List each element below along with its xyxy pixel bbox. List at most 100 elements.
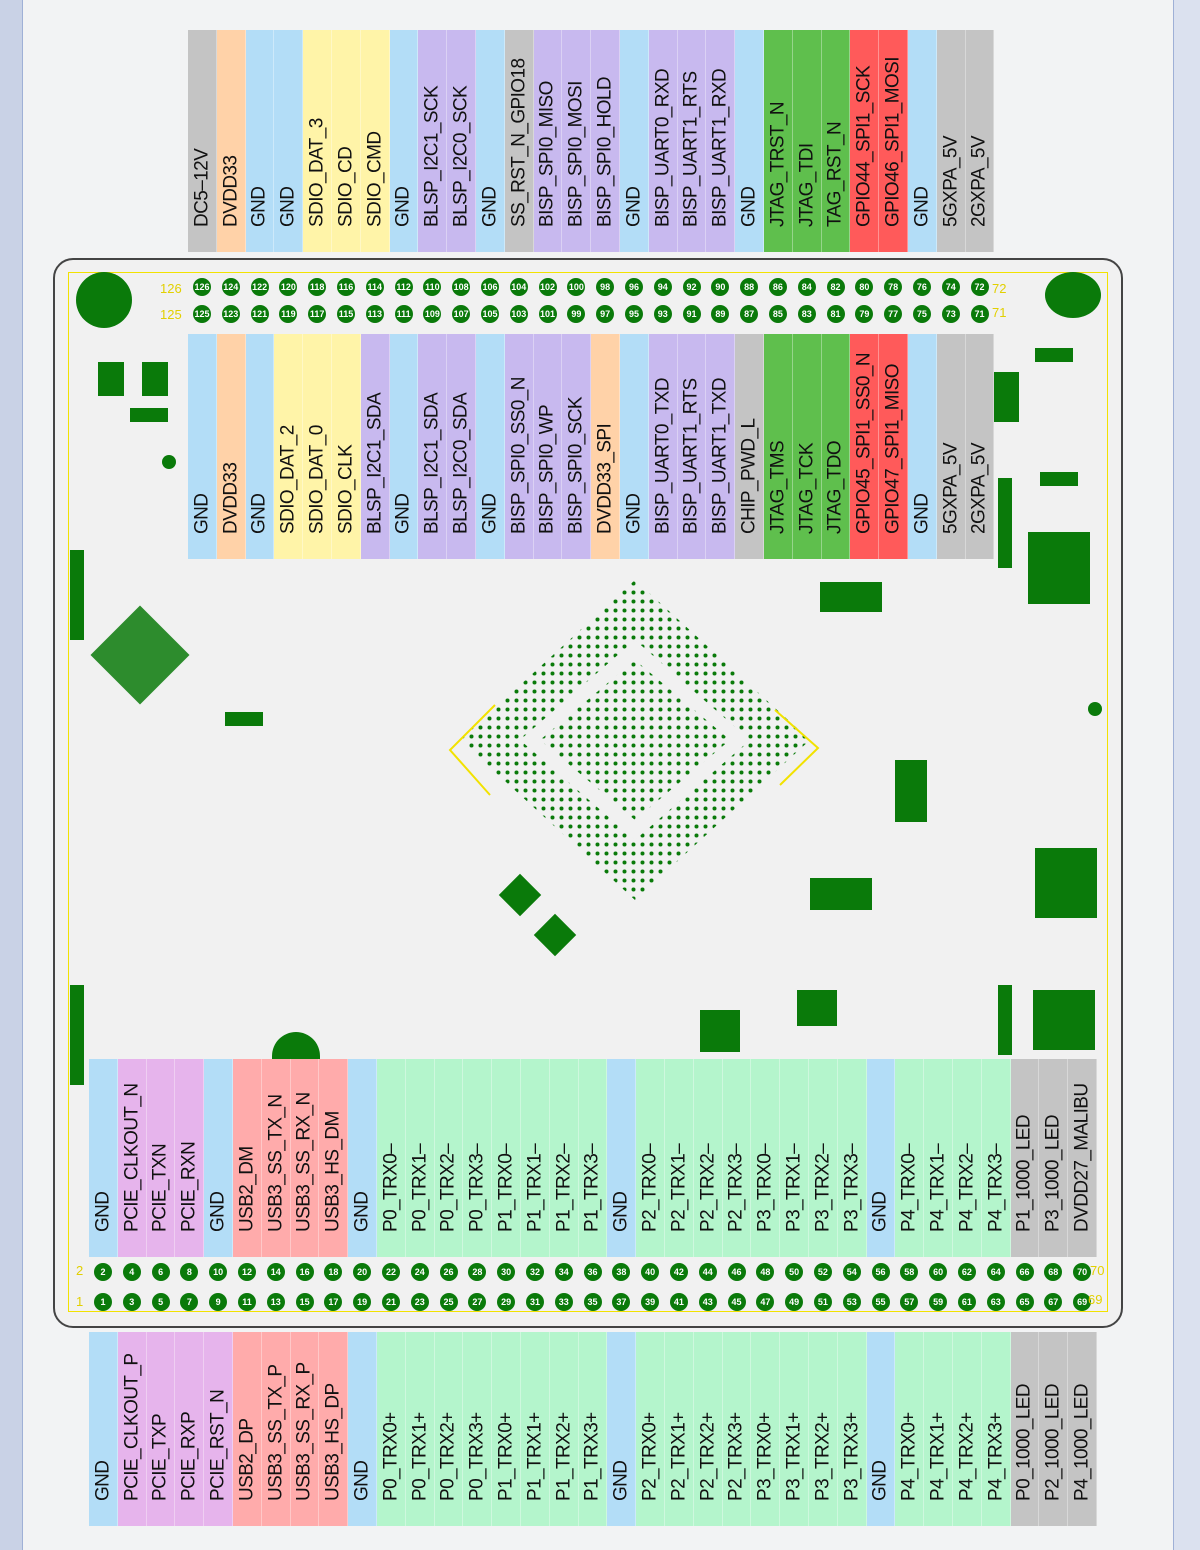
pin-label-cell: P3_TRX0–	[751, 1059, 781, 1257]
corner-label: 69	[1088, 1292, 1103, 1307]
header-pin: 25	[439, 1293, 458, 1311]
header-pin: 22	[381, 1263, 400, 1281]
pin-label-cell: P3_TRX2+	[808, 1332, 838, 1526]
pin-label-cell: PCIE_TXP	[146, 1332, 176, 1526]
header-pin: 8	[180, 1263, 199, 1281]
pin-label-text: BISP_SPI0_HOLD	[594, 76, 616, 227]
header-pin: 37	[612, 1293, 631, 1311]
pin-label-cell: USB3_HS_DP	[319, 1332, 349, 1526]
pin-label-text: P2_TRX0+	[639, 1412, 661, 1501]
pin-label-text: USB2_DM	[236, 1146, 258, 1232]
smd-component	[1035, 348, 1073, 362]
pin-label-cell: GND	[89, 1059, 118, 1257]
pin-label-text: GND	[911, 493, 933, 534]
pin-label-cell: USB2_DM	[232, 1059, 262, 1257]
header-pin: 55	[871, 1293, 890, 1311]
pin-label-cell: P3_TRX1–	[780, 1059, 809, 1257]
pin-label-cell: PCIE_CLKOUT_P	[117, 1332, 147, 1526]
header-pin: 93	[653, 305, 672, 323]
header-pin: 29	[497, 1293, 516, 1311]
pin-label-cell: PCIE_RXN	[175, 1059, 205, 1257]
header-pin: 7	[180, 1293, 199, 1311]
pin-label-cell: P0_TRX1–	[405, 1059, 435, 1257]
smd-component	[998, 985, 1012, 1055]
pin-label-text: P3_TRX3+	[841, 1412, 863, 1501]
pin-label-cell: 2GXPA_5V	[965, 334, 995, 559]
pin-label-cell: GND	[348, 1059, 377, 1257]
pin-label-cell: BISP_SPI0_WP	[533, 334, 563, 559]
pin-label-cell: P4_TRX3–	[981, 1059, 1011, 1257]
pin-label-text: P0_TRX1–	[409, 1143, 431, 1232]
pin-label-cell: P1_TRX1+	[520, 1332, 550, 1526]
header-pin: 62	[957, 1263, 976, 1281]
header-pin: 117	[308, 305, 327, 323]
pin-label-text: GND	[623, 493, 645, 534]
pin-label-text: BISP_UART1_RTS	[680, 71, 702, 227]
pin-label-cell: GND	[188, 334, 217, 559]
header-pin: 67	[1044, 1293, 1063, 1311]
pin-label-cell: 2GXPA_5V	[965, 30, 995, 252]
header-pin: 106	[480, 278, 499, 296]
header-pin: 89	[711, 305, 730, 323]
pin-label-cell: GND	[607, 1059, 637, 1257]
pin-label-cell: BLSP_I2C1_SDA	[360, 334, 390, 559]
header-pin: 48	[756, 1263, 775, 1281]
pin-label-text: BLSP_I2C0_SDA	[450, 392, 472, 534]
header-pin: 116	[336, 278, 355, 296]
header-pin: 19	[353, 1293, 372, 1311]
pin-label-text: P3_TRX0–	[754, 1143, 776, 1232]
header-pin: 46	[727, 1263, 746, 1281]
pin-label-cell: P1_TRX3+	[578, 1332, 608, 1526]
header-pin: 78	[884, 278, 903, 296]
header-pin: 64	[986, 1263, 1005, 1281]
pin-label-cell: GND	[475, 30, 505, 252]
header-pin: 103	[509, 305, 528, 323]
header-pin: 54	[842, 1263, 861, 1281]
header-pin: 44	[698, 1263, 717, 1281]
pin-label-cell: GND	[866, 1332, 896, 1526]
pin-label-cell: GND	[389, 334, 419, 559]
header-pin: 49	[785, 1293, 804, 1311]
pin-label-cell: SDIO_DAT_3	[303, 30, 332, 252]
pin-label-cell: P0_TRX2+	[434, 1332, 464, 1526]
pin-label-cell: GND	[907, 30, 937, 252]
pin-label-text: P4_TRX1+	[927, 1412, 949, 1501]
pin-label-text: P3_1000_LED	[1042, 1114, 1064, 1232]
smd-component	[130, 408, 168, 422]
pin-label-text: P1_TRX1+	[524, 1412, 546, 1501]
pin-label-text: GND	[479, 186, 501, 227]
header-pin: 14	[266, 1263, 285, 1281]
header-pin: 32	[525, 1263, 544, 1281]
header-pin: 83	[797, 305, 816, 323]
pin-label-text: JTAG_TDO	[824, 440, 846, 534]
pin-label-cell: DVDD33	[216, 334, 246, 559]
header-pin: 57	[900, 1293, 919, 1311]
header-pin: 71	[970, 305, 989, 323]
pin-label-text: P4_TRX2+	[956, 1412, 978, 1501]
header-pin: 75	[912, 305, 931, 323]
header-pin: 45	[727, 1293, 746, 1311]
header-pin: 85	[768, 305, 787, 323]
header-pin: 96	[624, 278, 643, 296]
header-pin: 17	[324, 1293, 343, 1311]
pin-label-text: P0_TRX2–	[437, 1143, 459, 1232]
pin-label-text: GPIO44_SPI1_SCK	[853, 65, 875, 227]
pin-label-text: GND	[351, 1460, 373, 1501]
pin-label-text: GND	[351, 1191, 373, 1232]
header-pin: 27	[468, 1293, 487, 1311]
pin-label-cell: GND	[204, 1059, 233, 1257]
pin-label-cell: TAG_RST_N	[821, 30, 851, 252]
pin-label-text: GPIO46_SPI1_MOSI	[882, 57, 904, 227]
header-pin: 39	[641, 1293, 660, 1311]
header-pin: 91	[682, 305, 701, 323]
header-pin: 36	[583, 1263, 602, 1281]
corner-label: 1	[76, 1294, 84, 1309]
pin-label-cell: GND	[735, 30, 764, 252]
pin-label-text: BLSP_I2C0_SCK	[450, 85, 472, 227]
pin-label-cell: P3_TRX2–	[808, 1059, 838, 1257]
pin-label-text: BLSP_I2C1_SDA	[421, 392, 443, 534]
pin-label-cell: USB2_DP	[232, 1332, 262, 1526]
ic-chip	[820, 582, 882, 612]
pin-label-cell: BLSP_I2C0_SDA	[447, 334, 476, 559]
